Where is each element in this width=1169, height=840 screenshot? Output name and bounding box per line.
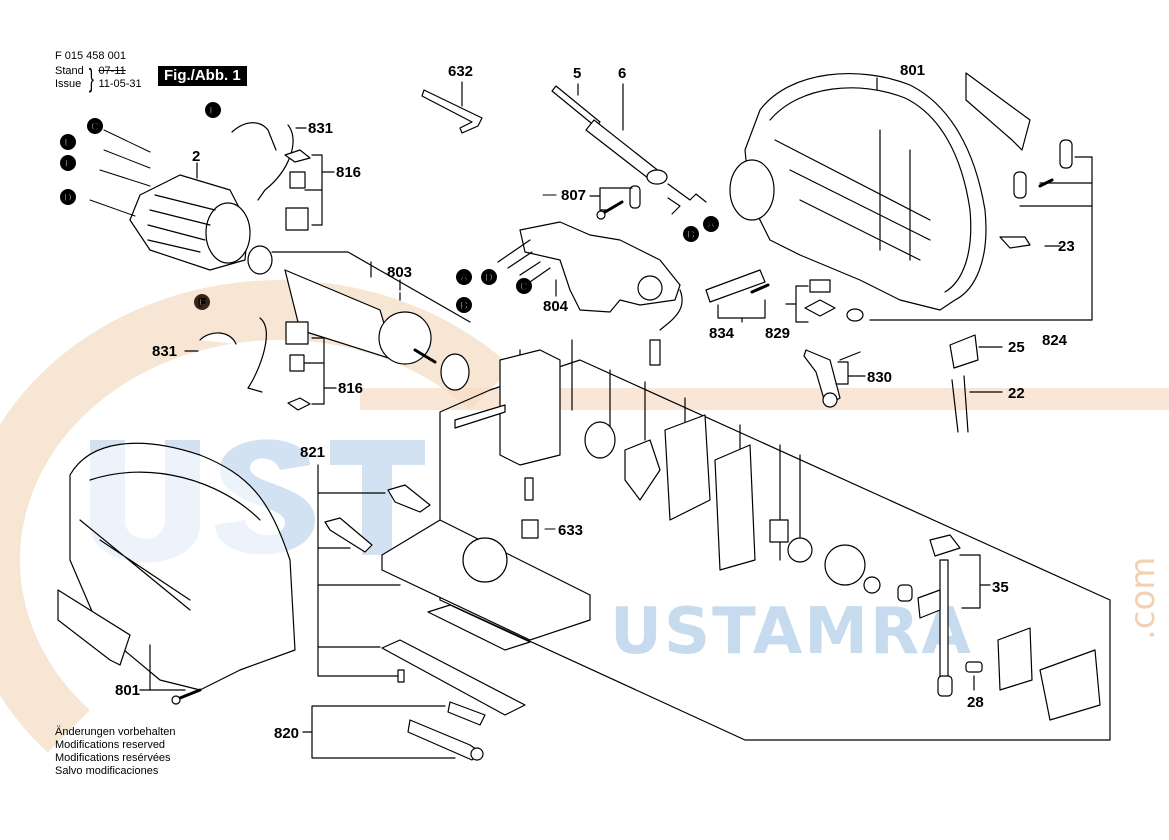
stand-date: 07-11 bbox=[98, 65, 126, 77]
ref-bubble-e-1: E bbox=[60, 134, 76, 150]
ref-bubble-a-1: A bbox=[703, 216, 719, 232]
part-label-816-mid: 816 bbox=[338, 380, 363, 397]
spring-wire-22[interactable] bbox=[951, 375, 1003, 433]
part-label-807: 807 bbox=[561, 187, 586, 204]
brush-set-816-top[interactable] bbox=[284, 149, 335, 231]
part-label-35: 35 bbox=[992, 579, 1009, 596]
connector-wires bbox=[89, 129, 151, 217]
part-label-632: 632 bbox=[448, 63, 473, 80]
parts-824[interactable] bbox=[846, 139, 1093, 322]
screw-28[interactable] bbox=[965, 661, 983, 691]
part-label-25: 25 bbox=[1008, 339, 1025, 356]
screw-clip-807[interactable] bbox=[589, 185, 641, 220]
svg-text:B: B bbox=[687, 229, 695, 241]
svg-text:A: A bbox=[707, 219, 715, 231]
lever-820[interactable] bbox=[302, 701, 486, 761]
svg-text:D: D bbox=[64, 192, 72, 204]
hex-key-632[interactable] bbox=[421, 81, 483, 134]
part-label-834: 834 bbox=[709, 325, 735, 342]
gear-holder[interactable] bbox=[454, 349, 913, 602]
svg-text:B: B bbox=[460, 300, 468, 312]
ref-bubble-e-2: E bbox=[205, 102, 221, 118]
svg-text:F: F bbox=[65, 158, 72, 170]
part-label-829: 829 bbox=[765, 325, 790, 342]
document-header: F 015 458 001 Stand Issue } 07-11 11-05-… bbox=[55, 50, 142, 91]
brace-icon: } bbox=[88, 63, 94, 93]
base-plate-821[interactable] bbox=[317, 464, 591, 716]
housing-half-801-left[interactable] bbox=[57, 442, 296, 705]
part-label-633: 633 bbox=[558, 522, 583, 539]
connector-refs: C E F D E F A B A D C B bbox=[60, 102, 719, 313]
modification-notes: Änderungen vorbehalten Modifications res… bbox=[55, 726, 175, 778]
part-label-830: 830 bbox=[867, 369, 892, 386]
guide-roller-830[interactable] bbox=[803, 349, 866, 408]
part-label-5: 5 bbox=[573, 65, 581, 82]
part-label-831-top: 831 bbox=[308, 120, 333, 137]
ref-bubble-b-1: B bbox=[683, 226, 699, 242]
part-label-821: 821 bbox=[300, 444, 325, 461]
field-coil-2[interactable] bbox=[129, 162, 251, 271]
part-label-23: 23 bbox=[1058, 238, 1075, 255]
stand-label: Stand bbox=[55, 65, 84, 77]
part-label-801-top: 801 bbox=[900, 62, 925, 79]
part-label-804: 804 bbox=[543, 298, 569, 315]
part-label-801-bottom: 801 bbox=[115, 682, 140, 699]
ref-bubble-b-2: B bbox=[456, 297, 472, 313]
document-code: F 015 458 001 bbox=[55, 50, 126, 62]
guide-block[interactable] bbox=[997, 627, 1101, 721]
part-label-831-mid: 831 bbox=[152, 343, 177, 360]
note-es: Salvo modificaciones bbox=[55, 765, 159, 777]
figure-label: Fig./Abb. 1 bbox=[158, 66, 247, 86]
lever-25[interactable] bbox=[949, 334, 1003, 369]
part-label-816-top: 816 bbox=[336, 164, 361, 181]
carbon-brush-831-top[interactable] bbox=[231, 122, 307, 201]
ref-bubble-f-1: F bbox=[60, 155, 76, 171]
note-fr: Modifications resérvées bbox=[55, 752, 171, 764]
housing-half-801-right[interactable] bbox=[729, 72, 1031, 311]
leader-lines bbox=[542, 194, 557, 530]
svg-text:E: E bbox=[64, 137, 71, 149]
armature-803[interactable] bbox=[247, 245, 471, 391]
svg-text:A: A bbox=[460, 272, 468, 284]
carbon-brush-831-mid[interactable] bbox=[184, 317, 267, 393]
part-label-28: 28 bbox=[967, 694, 984, 711]
part-labels: 632 5 6 801 831 816 2 807 803 804 834 82… bbox=[115, 62, 1075, 742]
part-label-824: 824 bbox=[1042, 332, 1068, 349]
switch-804[interactable] bbox=[497, 221, 683, 366]
part-label-820: 820 bbox=[274, 725, 299, 742]
ref-bubble-f-2: F bbox=[194, 294, 210, 310]
part-label-22: 22 bbox=[1008, 385, 1025, 402]
svg-text:C: C bbox=[520, 281, 528, 293]
ref-bubble-c-2: C bbox=[516, 278, 532, 294]
ref-bubble-d-2: D bbox=[481, 269, 497, 285]
brush-set-816-mid[interactable] bbox=[285, 321, 337, 411]
plunger-35[interactable] bbox=[917, 534, 991, 697]
part-label-803: 803 bbox=[387, 264, 412, 281]
svg-text:F: F bbox=[199, 297, 206, 309]
svg-text:C: C bbox=[91, 121, 99, 133]
plunger-rod-5-6[interactable] bbox=[551, 83, 707, 215]
svg-text:E: E bbox=[209, 105, 216, 117]
ref-bubble-d-1: D bbox=[60, 189, 76, 205]
note-en: Modifications reserved bbox=[55, 739, 166, 751]
part-label-6: 6 bbox=[618, 65, 626, 82]
issue-date: 11-05-31 bbox=[98, 78, 142, 90]
switch-cover-834[interactable] bbox=[705, 269, 770, 323]
svg-text:D: D bbox=[485, 272, 493, 284]
note-de: Änderungen vorbehalten bbox=[55, 726, 176, 738]
issue-label: Issue bbox=[55, 78, 82, 90]
parts-829[interactable] bbox=[785, 279, 836, 323]
part-label-2: 2 bbox=[192, 148, 200, 165]
ref-bubble-a-2: A bbox=[456, 269, 472, 285]
ref-bubble-c-1: C bbox=[87, 118, 103, 134]
